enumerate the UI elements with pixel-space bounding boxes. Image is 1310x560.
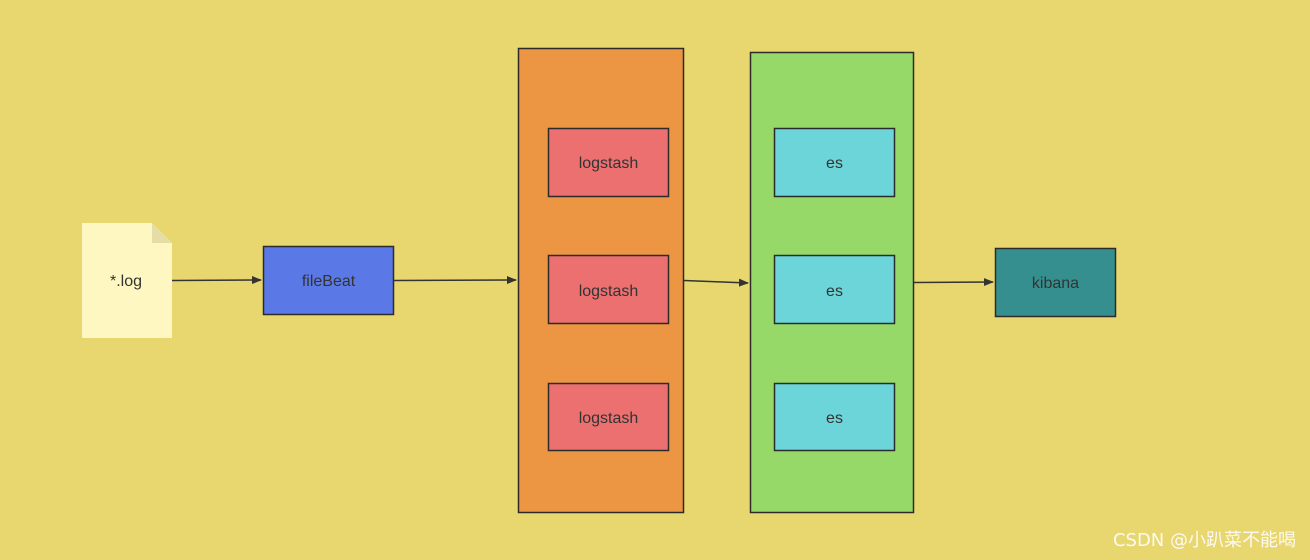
kibana-node: kibana (994, 247, 1117, 318)
log-file-fold (152, 223, 172, 243)
es-label: es (826, 155, 843, 172)
kibana-box (994, 247, 1117, 318)
es-label: es (826, 283, 843, 300)
logstash-box (547, 127, 670, 198)
filebeat-box (262, 245, 395, 316)
watermark-text: CSDN @小趴菜不能喝 (1112, 530, 1296, 551)
logstash-box (547, 382, 670, 452)
logstash-node-2: logstash (547, 254, 670, 325)
logstash-label: logstash (579, 155, 639, 172)
logstash-node-3: logstash (547, 382, 670, 452)
es-node-2: es (773, 254, 896, 325)
logstash-box (547, 254, 670, 325)
edge-filebeat-to-logstash (393, 276, 517, 285)
filebeat-node: fileBeat (262, 245, 395, 316)
log-file-node: *.log (82, 223, 172, 338)
es-box (773, 382, 896, 452)
log-file-label: *.log (110, 273, 142, 290)
edge-log-to-filebeat (171, 276, 262, 285)
es-label: es (826, 410, 843, 427)
es-node-3: es (773, 382, 896, 452)
log-file-shape (82, 223, 172, 338)
logstash-label: logstash (579, 283, 639, 300)
edge-logstash-to-es (683, 278, 749, 287)
edge-es-to-kibana (913, 278, 994, 287)
logstash-label: logstash (579, 410, 639, 427)
kibana-label: kibana (1032, 275, 1079, 292)
es-box (773, 254, 896, 325)
filebeat-label: fileBeat (302, 273, 356, 290)
logstash-node-1: logstash (547, 127, 670, 198)
es-node-1: es (773, 127, 896, 198)
es-box (773, 127, 896, 198)
